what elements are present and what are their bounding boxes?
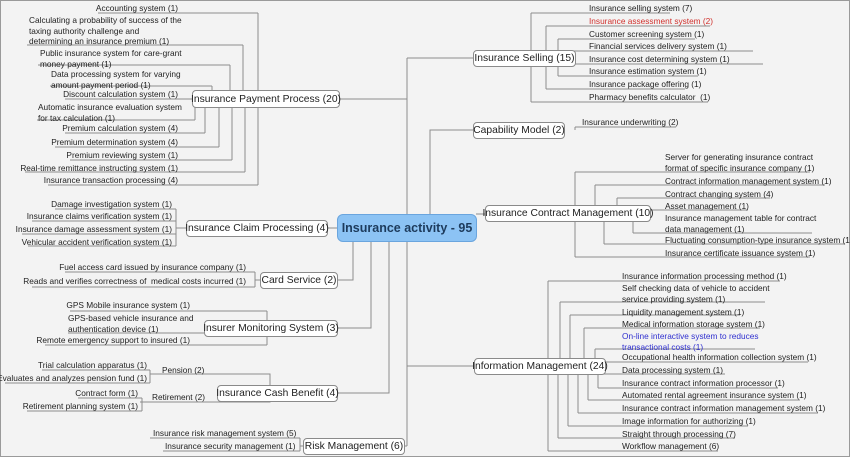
- leaf-item[interactable]: Insurance transaction processing (4): [43, 175, 178, 185]
- leaf-item[interactable]: Premium determination system (4): [51, 137, 178, 147]
- leaf-item[interactable]: Public insurance system for care-grant m…: [40, 48, 182, 69]
- leaf-item[interactable]: Insurance damage assessment system (1): [15, 224, 172, 234]
- node-information-management[interactable]: Information Management (24): [472, 358, 608, 375]
- leaf-item[interactable]: Real-time remittance instructing system …: [20, 163, 178, 173]
- node-insurance-payment-process[interactable]: Insurance Payment Process (20): [191, 90, 341, 108]
- leaf-item[interactable]: Asset management (1): [665, 201, 749, 211]
- leaf-item[interactable]: Pharmacy benefits calculator (1): [589, 92, 711, 102]
- pension-subnode[interactable]: Pension (2): [162, 365, 205, 375]
- leaf-connector: [175, 227, 186, 246]
- leaf-item[interactable]: Damage investigation system (1): [51, 199, 172, 209]
- leaf-item[interactable]: Discount calculation system (1): [63, 89, 178, 99]
- leaf-item[interactable]: Vehicular accident verification system (…: [21, 237, 172, 247]
- leaf-item[interactable]: Straight through processing (7): [622, 429, 736, 439]
- retirement-subnode[interactable]: Retirement (2): [152, 392, 206, 402]
- leaf-item[interactable]: Insurance claims verification system (1): [26, 211, 172, 221]
- leaf-item[interactable]: Occupational health information collecti…: [622, 352, 817, 362]
- leaf-item[interactable]: Data processing system (1): [622, 365, 723, 375]
- connector-line: [338, 241, 390, 394]
- node-card-service[interactable]: Card Service (2): [260, 272, 338, 289]
- leaf-item[interactable]: Trial calculation apparatus (1): [38, 360, 147, 370]
- leaf-item[interactable]: Insurance certificate issuance system (1…: [665, 248, 816, 258]
- leaf-item[interactable]: Retirement planning system (1): [22, 401, 138, 411]
- node-capability-model[interactable]: Capability Model (2): [473, 122, 565, 139]
- leaf-item[interactable]: GPS Mobile insurance system (1): [66, 300, 190, 310]
- leaf-item[interactable]: Insurance selling system (7): [589, 3, 693, 13]
- leaf-item[interactable]: Premium calculation system (4): [62, 123, 178, 133]
- leaf-item[interactable]: Server for generating insurance contract…: [665, 152, 815, 173]
- connector-line: [338, 241, 354, 281]
- leaf-item[interactable]: Insurance underwriting (2): [582, 117, 679, 127]
- leaf-item[interactable]: Medical information storage system (1): [622, 319, 765, 329]
- leaf-item[interactable]: Fuel access card issued by insurance com…: [59, 262, 246, 272]
- leaf-item[interactable]: Evaluates and analyzes pension fund (1): [0, 373, 147, 383]
- leaf-item[interactable]: Insurance management table for contract …: [665, 213, 817, 234]
- leaf-item[interactable]: Insurance contract information managemen…: [622, 403, 826, 413]
- leaf-item[interactable]: Fluctuating consumption-type insurance s…: [665, 235, 850, 245]
- leaf-item[interactable]: Accounting system (1): [95, 3, 178, 13]
- leaf-item[interactable]: Insurance security management (1): [165, 441, 296, 451]
- node-insurer-monitoring-system[interactable]: Insurer Monitoring System (3): [203, 320, 339, 337]
- leaf-item[interactable]: Calculating a probability of success of …: [29, 15, 182, 47]
- leaf-item[interactable]: Reads and verifies correctness of medica…: [23, 276, 246, 286]
- leaf-item[interactable]: Insurance information processing method …: [622, 271, 787, 281]
- node-risk-management[interactable]: Risk Management (6): [303, 438, 405, 455]
- leaf-item[interactable]: Customer screening system (1): [589, 29, 705, 39]
- node-insurance-selling[interactable]: Insurance Selling (15): [473, 50, 576, 67]
- node-insurance-claim-processing[interactable]: Insurance Claim Processing (4): [185, 220, 329, 237]
- node-insurance-cash-benefit[interactable]: Insurance Cash Benefit (4): [216, 385, 339, 402]
- leaf-item[interactable]: Contract information management system (…: [665, 176, 832, 186]
- leaf-item[interactable]: Insurance package offering (1): [589, 79, 702, 89]
- leaf-item[interactable]: Liquidity management system (1): [622, 307, 745, 317]
- leaf-item[interactable]: Contract form (1): [75, 388, 138, 398]
- leaf-item[interactable]: Automated rental agreement insurance sys…: [622, 390, 807, 400]
- central-node[interactable]: Insurance activity - 95: [337, 214, 477, 242]
- leaf-item[interactable]: Data processing system for varying amoun…: [51, 69, 181, 90]
- leaf-item[interactable]: Financial services delivery system (1): [589, 41, 727, 51]
- leaf-item[interactable]: GPS-based vehicle insurance and authenti…: [68, 313, 194, 334]
- leaf-item[interactable]: Premium reviewing system (1): [66, 150, 178, 160]
- leaf-item[interactable]: Automatic insurance evaluation system fo…: [38, 102, 182, 123]
- connector-line: [429, 129, 473, 214]
- leaf-item[interactable]: Contract changing system (4): [665, 189, 774, 199]
- leaf-item[interactable]: Insurance estimation system (1): [589, 66, 707, 76]
- leaf-item[interactable]: Insurance assessment system (2): [589, 16, 714, 26]
- leaf-item[interactable]: On-line interactive system to reduces tr…: [622, 331, 759, 352]
- leaf-item[interactable]: Self checking data of vehicle to acciden…: [622, 283, 770, 304]
- leaf-item[interactable]: Remote emergency support to insured (1): [36, 335, 190, 345]
- leaf-item[interactable]: Insurance contract information processor…: [622, 378, 785, 388]
- node-insurance-contract-management[interactable]: Insurance Contract Management (10): [482, 205, 654, 222]
- leaf-item[interactable]: Image information for authorizing (1): [622, 416, 756, 426]
- leaf-item[interactable]: Insurance cost determining system (1): [589, 54, 730, 64]
- leaf-item[interactable]: Insurance risk management system (5): [153, 428, 297, 438]
- leaf-item[interactable]: Workflow management (6): [622, 441, 720, 451]
- connector-line: [338, 241, 372, 329]
